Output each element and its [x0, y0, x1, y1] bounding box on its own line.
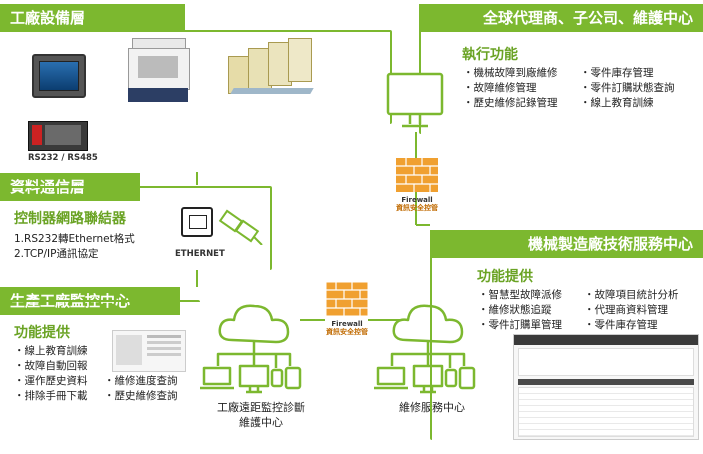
data-comm-box	[4, 186, 272, 270]
monitoring-center-caption: 工廠遠距監控診斷 維護中心	[206, 400, 316, 430]
list-item: 線上教育訓練	[580, 96, 675, 111]
production-monitor-col1: 線上教育訓練 故障自動回報 運作歷史資料 排除手冊下載	[14, 344, 88, 404]
hmi-panel-icon	[32, 54, 86, 98]
caption-line: 工廠遠距監控診斷	[217, 401, 305, 414]
list-item: 零件訂購單管理	[478, 318, 563, 333]
firewall-sub: 資訊安全控管	[396, 204, 438, 212]
caption-line: 維護中心	[239, 416, 283, 429]
firewall-icon	[326, 282, 368, 316]
manufacturer-title: 機械製造廠技術服務中心	[527, 235, 693, 253]
agent-monitor-icon	[386, 72, 444, 128]
manufacturer-subtitle: 功能提供	[477, 269, 533, 285]
service-cloud-network-icon	[374, 304, 476, 394]
factory-equipment-title: 工廠設備層	[10, 9, 86, 27]
plc-module-icon	[28, 121, 88, 151]
service-center-caption: 維修服務中心	[384, 400, 480, 415]
global-agents-header: 全球代理商、子公司、維護中心	[419, 4, 703, 32]
list-item: 維修狀態追蹤	[478, 303, 562, 318]
firewall-icon	[396, 158, 438, 192]
list-item: 故障項目統計分析	[584, 288, 679, 303]
production-monitor-box	[4, 300, 200, 440]
monitor-screenshot-thumbnail	[112, 330, 186, 372]
list-item: 維修進度查詢	[104, 374, 178, 389]
manufacturer-header: 機械製造廠技術服務中心	[430, 230, 703, 258]
data-comm-subtitle: 控制器網路聯結器	[14, 211, 126, 227]
firewall-label-upper: Firewall 資訊安全控管	[390, 196, 444, 212]
press-machine-icon	[128, 38, 190, 102]
list-item: 線上教育訓練	[14, 344, 88, 359]
ethernet-label: ETHERNET	[175, 249, 225, 259]
network-connector-icon	[218, 209, 263, 245]
manufacturer-box	[430, 256, 700, 440]
global-agents-col1: 機械故障到廠維修 故障維修管理 歷史維修記錄管理	[463, 66, 558, 111]
list-item: 歷史維修記錄管理	[463, 96, 558, 111]
global-agents-subtitle: 執行功能	[462, 47, 518, 63]
list-item: 零件訂購狀態查詢	[580, 81, 675, 96]
list-item: 代理商資料管理	[584, 303, 679, 318]
list-item: 故障自動回報	[14, 359, 88, 374]
manufacturer-col2: 故障項目統計分析 代理商資料管理 零件庫存管理	[584, 288, 679, 333]
factory-equipment-header: 工廠設備層	[0, 4, 185, 32]
firewall-label-middle: Firewall 資訊安全控管	[320, 320, 374, 336]
production-monitor-col2: 維修進度查詢 歷史維修查詢	[104, 374, 178, 404]
data-comm-item-2: 2.TCP/IP通訊協定	[14, 248, 99, 260]
service-system-screenshot	[513, 334, 699, 440]
monitoring-cloud-network-icon	[200, 304, 302, 394]
global-agents-col2: 零件庫存管理 零件訂購狀態查詢 線上教育訓練	[580, 66, 675, 111]
global-agents-title: 全球代理商、子公司、維護中心	[482, 9, 693, 27]
list-item: 零件庫存管理	[584, 318, 679, 333]
global-agents-top-rule	[419, 30, 431, 32]
firewall-sub: 資訊安全控管	[326, 328, 368, 336]
press-line-icon	[228, 38, 318, 100]
data-comm-item-1: 1.RS232轉Ethernet格式	[14, 233, 135, 245]
list-item: 歷史維修查詢	[104, 389, 178, 404]
list-item: 運作歷史資料	[14, 374, 88, 389]
list-item: 排除手冊下載	[14, 389, 88, 404]
list-item: 故障維修管理	[463, 81, 558, 96]
firewall-label: Firewall	[401, 196, 433, 204]
list-item: 智慧型故障派修	[478, 288, 563, 303]
production-monitor-subtitle: 功能提供	[14, 325, 70, 341]
rs232-label: RS232 / RS485	[28, 153, 98, 163]
caption-line: 維修服務中心	[399, 401, 465, 414]
firewall-label: Firewall	[331, 320, 363, 328]
list-item: 機械故障到廠維修	[463, 66, 558, 81]
list-item: 零件庫存管理	[580, 66, 675, 81]
manufacturer-col1: 智慧型故障派修 維修狀態追蹤 零件訂購單管理	[478, 288, 563, 333]
ethernet-port-icon	[181, 207, 213, 237]
